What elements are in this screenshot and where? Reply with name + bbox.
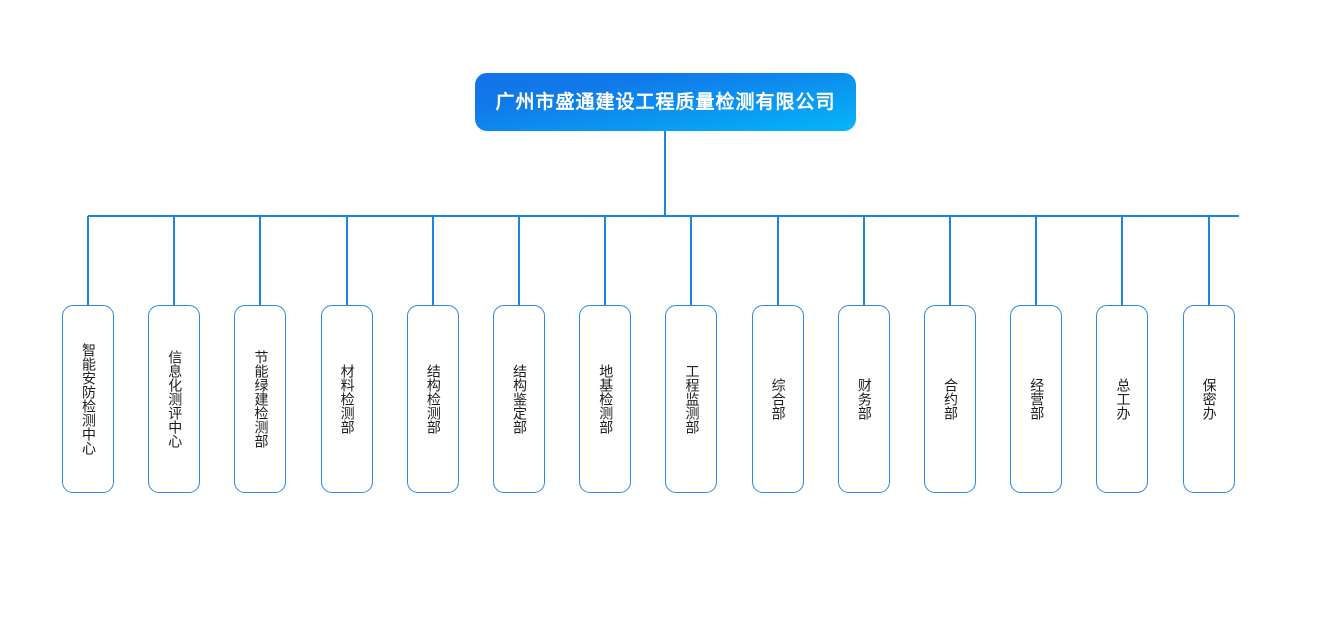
drop-connector (518, 216, 520, 305)
leaf-node-label: 材料检测部 (338, 364, 355, 434)
drop-connector (604, 216, 607, 305)
leaf-node[interactable]: 智能安防检测中心 (62, 305, 114, 493)
drop-connector (87, 216, 89, 305)
leaf-node[interactable]: 节能绿建检测部 (234, 305, 287, 493)
leaf-node-label: 合约部 (942, 378, 959, 420)
horizontal-bus-connector (88, 215, 1239, 217)
leaf-node[interactable]: 结构检测部 (406, 305, 459, 493)
leaf-node[interactable]: 地基检测部 (579, 305, 632, 493)
leaf-node-label: 财务部 (855, 378, 872, 420)
leaf-node-label: 综合部 (769, 378, 786, 420)
leaf-node[interactable]: 材料检测部 (320, 305, 373, 493)
drop-connector (776, 216, 779, 305)
drop-connector (1121, 216, 1124, 305)
leaf-node-label: 地基检测部 (597, 364, 614, 434)
drop-connector (1207, 216, 1210, 305)
drop-connector (345, 216, 348, 305)
leaf-node-label: 节能绿建检测部 (252, 350, 269, 448)
drop-connector (862, 216, 865, 305)
drop-connector (1035, 216, 1038, 305)
leaf-node-label: 信息化测评中心 (166, 350, 183, 448)
drop-connector (690, 216, 693, 305)
leaf-node[interactable]: 总工办 (1096, 305, 1149, 493)
leaf-node[interactable]: 保密办 (1182, 305, 1235, 493)
leaf-node[interactable]: 经营部 (1010, 305, 1063, 493)
leaf-node-label: 经营部 (1028, 378, 1045, 420)
drop-connector (949, 216, 951, 305)
leaf-node[interactable]: 结构鉴定部 (493, 305, 545, 493)
leaf-node[interactable]: 综合部 (751, 305, 804, 493)
root-node-label: 广州市盛通建设工程质量检测有限公司 (495, 90, 836, 113)
root-stem-connector (664, 131, 666, 216)
root-node[interactable]: 广州市盛通建设工程质量检测有限公司 (475, 73, 856, 131)
leaf-node[interactable]: 工程监测部 (665, 305, 718, 493)
leaf-node-label: 工程监测部 (683, 364, 700, 434)
drop-connector (431, 216, 434, 305)
leaf-node[interactable]: 合约部 (924, 305, 976, 493)
leaf-node-label: 总工办 (1114, 378, 1131, 420)
drop-connector (173, 216, 176, 305)
leaf-node[interactable]: 信息化测评中心 (148, 305, 201, 493)
leaf-node[interactable]: 财务部 (837, 305, 890, 493)
leaf-node-label: 结构鉴定部 (511, 364, 528, 434)
leaf-node-label: 智能安防检测中心 (80, 343, 97, 455)
leaf-node-label: 保密办 (1200, 378, 1217, 420)
drop-connector (259, 216, 262, 305)
leaf-node-label: 结构检测部 (424, 364, 441, 434)
